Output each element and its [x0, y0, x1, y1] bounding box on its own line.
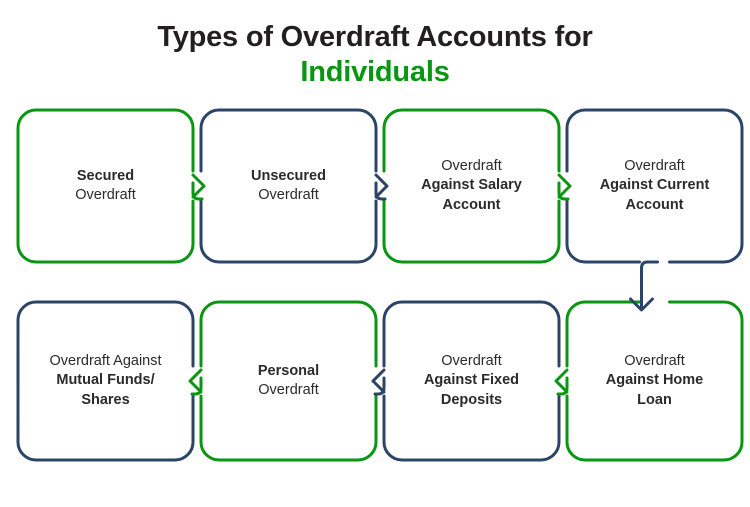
connector-arrowhead-secured-to-unsecured — [191, 173, 206, 199]
node-box-unsecured-overdraft — [199, 108, 378, 264]
node-box-overdraft-against-mutual-funds-shares — [16, 300, 195, 462]
connector-arrowhead-unsecured-to-salary — [374, 173, 389, 199]
connectors-layer — [188, 173, 659, 396]
connector-arrowhead-current-to-home-loan — [629, 297, 654, 312]
connector-arrowhead-fixed-deposits-to-personal — [371, 368, 386, 394]
connector-arrowhead-personal-to-mutual-funds — [188, 368, 203, 394]
connector-line-current-to-home-loan — [640, 260, 659, 310]
node-box-overdraft-against-home-loan — [565, 300, 744, 462]
title-line-2-accent: Individuals — [300, 56, 450, 89]
node-box-personal-overdraft — [199, 300, 378, 462]
node-boxes-layer — [16, 108, 744, 462]
page-title: Types of Overdraft Accounts for Individu… — [0, 20, 750, 91]
connector-arrowhead-salary-to-current — [557, 173, 572, 199]
node-box-overdraft-against-current-account — [565, 108, 744, 264]
node-box-overdraft-against-fixed-deposits — [382, 300, 561, 462]
connector-arrowhead-home-loan-to-fixed-deposits — [554, 368, 569, 394]
node-box-overdraft-against-salary-account — [382, 108, 561, 264]
title-line-1: Types of Overdraft Accounts for — [157, 21, 593, 53]
node-box-secured-overdraft — [16, 108, 195, 264]
